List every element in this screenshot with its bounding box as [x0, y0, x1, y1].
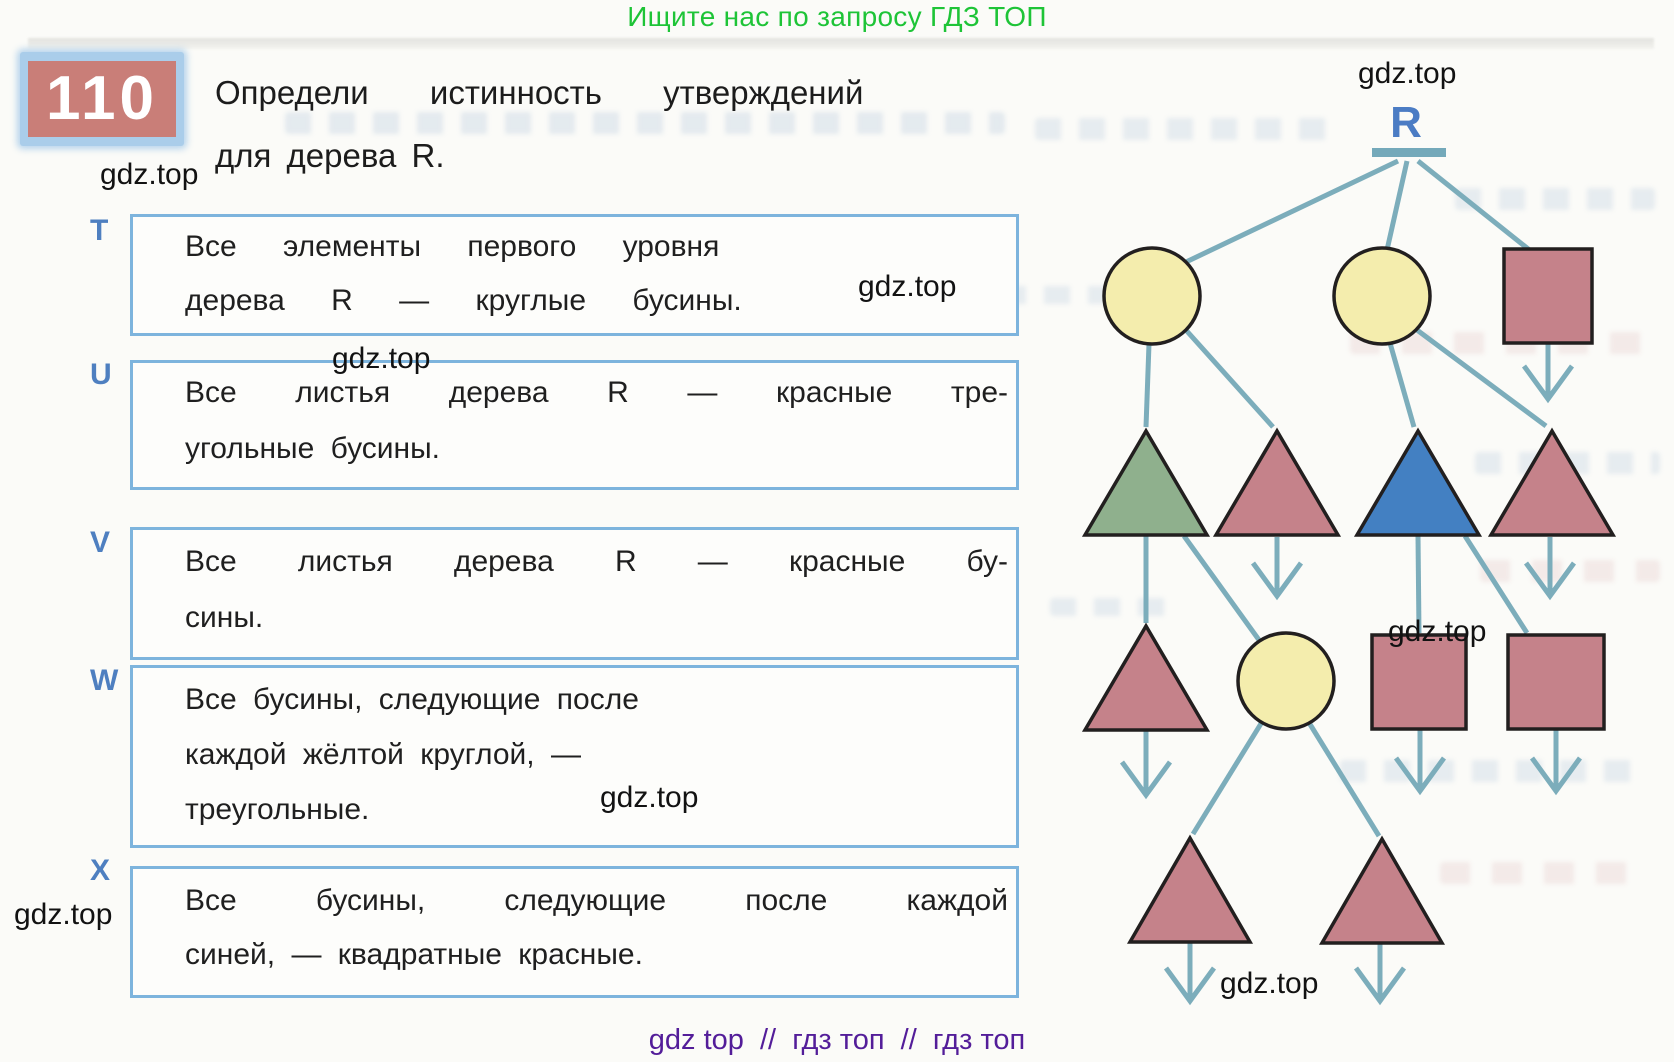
- leaf-arrow-head: [1353, 966, 1407, 1006]
- statement-text-line: Все бусины, следующие после: [185, 683, 639, 716]
- tree-node-circle-yellow: [1332, 246, 1432, 346]
- bleed-through-text: [1440, 862, 1645, 884]
- bleed-through-text: [1000, 286, 1130, 304]
- statement-box-W: [130, 665, 1019, 848]
- tree-root-bar: [1372, 148, 1446, 157]
- statement-text-line: Все бусины, следующие после каждой: [185, 884, 1008, 917]
- leaf-arrow-head: [1163, 966, 1217, 1006]
- tree-node-circle-yellow: [1236, 631, 1336, 731]
- statement-text-line: Все листья дерева R — красные тре-: [185, 376, 1008, 409]
- leaf-arrow-head: [1523, 561, 1577, 601]
- bleed-through-text: [1035, 118, 1335, 140]
- statement-label-X: X: [90, 854, 111, 887]
- tree-root-label: R: [1390, 98, 1422, 147]
- bleed-through-text: [285, 112, 1005, 134]
- statement-text-line: треугольные.: [185, 793, 370, 826]
- leaf-arrow-head: [1529, 756, 1583, 796]
- tree-node-triangle-red: [1081, 622, 1211, 732]
- gdz-watermark: gdz.top: [1388, 615, 1487, 648]
- tree-node-square-red: [1502, 247, 1594, 345]
- tree-edge: [1190, 720, 1265, 836]
- tree-edge: [1384, 160, 1410, 251]
- problem-number-inner: 110: [28, 61, 176, 137]
- leaf-arrow-head: [1393, 756, 1447, 796]
- gdz-watermark: gdz.top: [332, 342, 431, 375]
- leaf-arrow-head: [1250, 561, 1304, 601]
- site-header-text: Ищите нас по запросу ГДЗ ТОП: [627, 1, 1047, 32]
- statement-label-U: U: [90, 358, 112, 391]
- statement-label-V: V: [90, 526, 111, 559]
- tree-edge: [1462, 534, 1530, 635]
- tree-edge: [1387, 342, 1417, 428]
- task-title-line1: Определи истинность утверждений: [215, 74, 864, 111]
- statement-text-line: Все элементы первого уровня: [185, 230, 720, 263]
- tree-node-triangle-blue: [1353, 427, 1483, 537]
- tree-edge: [1416, 159, 1534, 254]
- tree-node-triangle-red: [1318, 835, 1446, 945]
- tree-edge: [1181, 534, 1262, 642]
- tree-node-circle-yellow: [1102, 246, 1202, 346]
- statement-box-V: [130, 527, 1019, 660]
- leaf-arrow-head: [1119, 760, 1173, 800]
- tree-node-triangle-red: [1126, 834, 1254, 944]
- statement-text-line: Все листья дерева R — красные бу-: [185, 545, 1008, 578]
- gdz-watermark: gdz.top: [14, 898, 113, 931]
- gdz-watermark: gdz.top: [600, 781, 699, 814]
- tree-node-triangle-red: [1487, 427, 1617, 537]
- tree-edge: [1415, 535, 1422, 634]
- statement-text-line: синей, — квадратные красные.: [185, 938, 643, 971]
- statement-label-W: W: [90, 664, 119, 697]
- tree-node-triangle-green: [1081, 427, 1211, 537]
- statement-box-T: [130, 214, 1019, 336]
- tree-node-square-red: [1370, 633, 1468, 731]
- statement-box-X: [130, 866, 1019, 998]
- tree-edge: [1415, 327, 1548, 429]
- scan-edge-band: [28, 38, 1654, 49]
- gdz-watermark: gdz.top: [1220, 967, 1319, 1000]
- leaf-arrow-head: [1521, 364, 1575, 404]
- statement-box-U: [130, 360, 1019, 490]
- tree-node-square-red: [1506, 633, 1606, 731]
- gdz-watermark: gdz.top: [858, 270, 957, 303]
- bleed-through-text: [1455, 188, 1655, 210]
- statement-label-T: T: [90, 214, 109, 247]
- site-footer-text: gdz top // гдз топ // гдз топ: [648, 1024, 1026, 1056]
- task-title-line2: для дерева R.: [215, 137, 445, 174]
- statement-text-line: угольные бусины.: [185, 432, 441, 465]
- tree-node-triangle-red: [1212, 427, 1342, 537]
- gdz-watermark: gdz.top: [100, 158, 199, 191]
- statement-text-line: дерева R — круглые бусины.: [185, 284, 742, 317]
- problem-number: 110: [45, 64, 159, 133]
- tree-edge: [1183, 327, 1275, 429]
- problem-number-badge: 110: [20, 52, 184, 146]
- bleed-through-text: [1050, 598, 1170, 616]
- gdz-watermark: gdz.top: [1358, 57, 1457, 90]
- statement-text-line: каждой жёлтой круглой, —: [185, 738, 581, 771]
- statement-text-line: сины.: [185, 601, 264, 634]
- tree-edge: [1305, 719, 1382, 838]
- tree-edge: [1143, 343, 1152, 428]
- tree-edge: [1184, 158, 1400, 265]
